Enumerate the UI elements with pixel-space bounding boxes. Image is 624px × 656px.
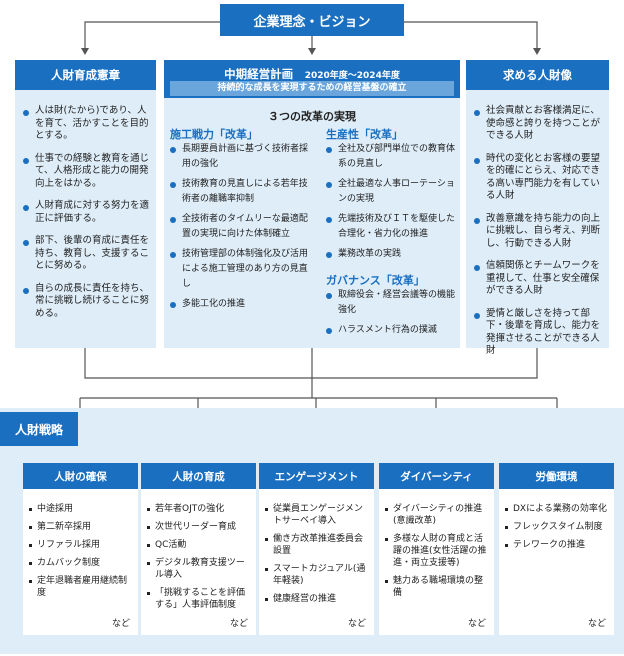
- talent-charter-title: 人財育成憲章: [15, 60, 156, 90]
- list-item: ハラスメント行為の撲滅: [326, 323, 460, 338]
- list-item: 長期要員計画に基づく技術者採用の強化: [170, 142, 316, 172]
- list-item: 全技術者のタイムリーな最適配置の実現に向けた体制確立: [170, 212, 316, 242]
- governance-reform-title: ガバナンス「改革」: [326, 274, 425, 287]
- list-item: 自らの成長に責任を持ち、常に挑戦し続けることに努める。: [23, 283, 151, 321]
- list-item: 人は財(たから)であり、人を育て、活かすことを目的とする。: [23, 105, 151, 143]
- strategy-box-title: 労働環境: [499, 463, 614, 489]
- vision-box: 企業理念・ビジョン: [220, 4, 404, 36]
- list-item: 若年者OJTの強化: [147, 503, 253, 515]
- list-item: ダイバーシティの推進(意識改革): [385, 503, 491, 527]
- list-item: 部下、後輩の育成に責任を持ち、教育し、支援することに努める。: [23, 235, 151, 273]
- list-item: 技術教育の見直しによる若年技術者の離職率抑制: [170, 177, 316, 207]
- strategy-box-engagement: エンゲージメント 従業員エンゲージメントサーベイ導入 働き方改革推進委員会設置 …: [259, 463, 374, 635]
- list-item: 次世代リーダー育成: [147, 521, 253, 533]
- strategy-box-development: 人財の育成 若年者OJTの強化 次世代リーダー育成 QC活動 デジタル教育支援ツ…: [141, 463, 256, 635]
- list-item: 働き方改革推進委員会設置: [265, 533, 371, 557]
- etc-label: など: [587, 619, 606, 629]
- talent-charter-panel: 人財育成憲章 人は財(たから)であり、人を育て、活かすことを目的とする。 仕事で…: [15, 60, 156, 348]
- strategy-box-title: エンゲージメント: [259, 463, 374, 489]
- strategy-box-diversity: ダイバーシティ ダイバーシティの推進(意識改革) 多様な人財の育成と活躍の推進(…: [379, 463, 494, 635]
- strategy-box-list: 若年者OJTの強化 次世代リーダー育成 QC活動 デジタル教育支援ツール導入 「…: [147, 503, 253, 617]
- list-item: 多能工化の推進: [170, 297, 316, 312]
- strategy-box-title: 人財の確保: [23, 463, 138, 489]
- list-item: 全社及び部門単位での教育体系の見直し: [326, 142, 456, 172]
- list-item: 仕事での経験と教育を通じて、人格形成と能力の開発向上をはかる。: [23, 153, 151, 191]
- strategy-box-title: 人財の育成: [141, 463, 256, 489]
- list-item: 取締役会・経営会議等の機能強化: [326, 288, 460, 318]
- list-item: 先端技術及びＩＴを駆使した合理化・省力化の推進: [326, 212, 456, 242]
- list-item: 魅力ある職場環境の整備: [385, 575, 491, 599]
- construction-reform-title: 施工戦力「改革」: [170, 128, 258, 141]
- talent-strategy-label: 人財戦略: [0, 412, 78, 446]
- governance-reform-list: 取締役会・経営会議等の機能強化 ハラスメント行為の撲滅: [326, 288, 460, 343]
- list-item: 定年退職者雇用継続制度: [29, 575, 135, 599]
- list-item: 中途採用: [29, 503, 135, 515]
- reform-heading: ３つの改革の実現: [268, 110, 356, 123]
- list-item: 社会貢献とお客様満足に、使命感と誇りを持つことができる人財: [474, 105, 606, 143]
- strategy-box-work-environment: 労働環境 DXによる業務の効率化 フレックスタイム制度 テレワークの推進 など: [499, 463, 614, 635]
- mid-term-plan-header: 中期経営計画 2020年度～2024年度 持続的な成長を実現するための経営基盤の…: [164, 60, 460, 98]
- etc-label: など: [229, 619, 248, 629]
- list-item: QC活動: [147, 539, 253, 551]
- list-item: テレワークの推進: [505, 539, 611, 551]
- list-item: 第二新卒採用: [29, 521, 135, 533]
- list-item: リファラル採用: [29, 539, 135, 551]
- mid-term-plan-title: 中期経営計画: [224, 67, 294, 81]
- ideal-talent-title: 求める人財像: [466, 60, 609, 90]
- list-item: カムバック制度: [29, 557, 135, 569]
- list-item: DXによる業務の効率化: [505, 503, 611, 515]
- list-item: 業務改革の実践: [326, 247, 456, 262]
- strategy-box-acquisition: 人財の確保 中途採用 第二新卒採用 リファラル採用 カムバック制度 定年退職者雇…: [23, 463, 138, 635]
- list-item: 健康経営の推進: [265, 593, 371, 605]
- list-item: 「挑戦することを評価する」人事評価制度: [147, 587, 253, 611]
- strategy-box-list: DXによる業務の効率化 フレックスタイム制度 テレワークの推進: [505, 503, 611, 557]
- talent-charter-list: 人は財(たから)であり、人を育て、活かすことを目的とする。 仕事での経験と教育を…: [23, 105, 151, 330]
- list-item: フレックスタイム制度: [505, 521, 611, 533]
- list-item: 時代の変化とお客様の要望を的確にとらえ、対応できる高い専門能力を有している人財: [474, 153, 606, 203]
- strategy-box-list: ダイバーシティの推進(意識改革) 多様な人財の育成と活躍の推進(女性活躍の推進・…: [385, 503, 491, 605]
- construction-reform-list: 長期要員計画に基づく技術者採用の強化 技術教育の見直しによる若年技術者の離職率抑…: [170, 142, 316, 317]
- etc-label: など: [111, 619, 130, 629]
- ideal-talent-list: 社会貢献とお客様満足に、使命感と誇りを持つことができる人財 時代の変化とお客様の…: [474, 105, 606, 368]
- list-item: 従業員エンゲージメントサーベイ導入: [265, 503, 371, 527]
- list-item: デジタル教育支援ツール導入: [147, 557, 253, 581]
- ideal-talent-panel: 求める人財像 社会貢献とお客様満足に、使命感と誇りを持つことができる人財 時代の…: [466, 60, 609, 356]
- mid-term-plan-panel: 中期経営計画 2020年度～2024年度 持続的な成長を実現するための経営基盤の…: [164, 60, 460, 348]
- strategy-box-title: ダイバーシティ: [379, 463, 494, 489]
- productivity-reform-list: 全社及び部門単位での教育体系の見直し 全社最適な人事ローテーションの実現 先端技…: [326, 142, 456, 267]
- list-item: 改善意識を持ち能力の向上に挑戦し、自ら考え、判断し、行動できる人財: [474, 213, 606, 251]
- list-item: 信頼関係とチームワークを重視して、仕事と安全確保ができる人財: [474, 260, 606, 298]
- etc-label: など: [467, 619, 486, 629]
- mid-term-plan-period: 2020年度～2024年度: [304, 71, 400, 81]
- strategy-box-list: 従業員エンゲージメントサーベイ導入 働き方改革推進委員会設置 スマートカジュアル…: [265, 503, 371, 611]
- strategy-box-list: 中途採用 第二新卒採用 リファラル採用 カムバック制度 定年退職者雇用継続制度: [29, 503, 135, 605]
- etc-label: など: [347, 619, 366, 629]
- list-item: 多様な人財の育成と活躍の推進(女性活躍の推進・両立支援等): [385, 533, 491, 569]
- mid-term-plan-subtitle: 持続的な成長を実現するための経営基盤の確立: [170, 81, 454, 96]
- list-item: 全社最適な人事ローテーションの実現: [326, 177, 456, 207]
- list-item: 愛情と厳しさを持って部下・後輩を育成し、能力を発揮させることができる人財: [474, 308, 606, 358]
- list-item: スマートカジュアル(通年軽装): [265, 563, 371, 587]
- productivity-reform-title: 生産性「改革」: [326, 128, 403, 141]
- list-item: 人財育成に対する努力を適正に評価する。: [23, 200, 151, 225]
- list-item: 技術管理部の体制強化及び活用による施工管理のあり方の見直し: [170, 247, 316, 292]
